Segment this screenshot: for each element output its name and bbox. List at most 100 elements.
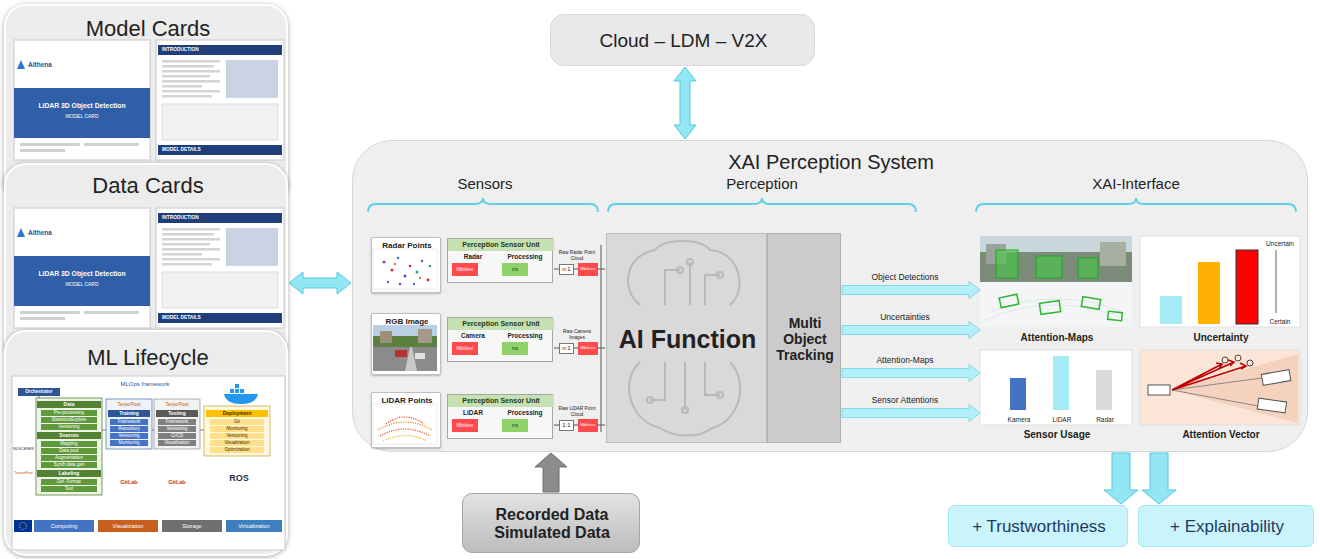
attention-map-image bbox=[1036, 256, 1062, 278]
diagram-label: ms bbox=[502, 419, 528, 432]
diagram-label: ms bbox=[502, 342, 528, 355]
diagram-label: LiDAR 3D Object Detection bbox=[16, 100, 148, 111]
node-title: + Trustworthiness bbox=[949, 506, 1129, 548]
camera-image bbox=[415, 353, 425, 359]
diagram-label: Storage bbox=[162, 520, 222, 532]
diagram-label: Versioning bbox=[158, 426, 196, 432]
model-card-thumbnail bbox=[158, 45, 282, 55]
lidar-image bbox=[378, 422, 432, 430]
diagram-label: GitLab bbox=[108, 478, 150, 486]
ai-circuit bbox=[629, 362, 740, 436]
diagram-label: 1:1 bbox=[559, 420, 574, 431]
block-arrow bbox=[842, 282, 980, 299]
radar-image bbox=[397, 257, 399, 259]
ai-circuit bbox=[628, 241, 740, 436]
attention-vector-image bbox=[1140, 350, 1300, 425]
radar-image bbox=[429, 265, 432, 268]
diagram-label: NUSCENES bbox=[12, 446, 35, 452]
model-card-thumbnail bbox=[162, 85, 202, 88]
attention-map-image bbox=[1039, 301, 1060, 315]
lidar-image bbox=[373, 404, 437, 444]
model-card-thumbnail bbox=[162, 80, 220, 83]
diagram-label: Mbit/sec bbox=[578, 419, 598, 432]
node-title: Perception Sensor Unit bbox=[448, 239, 554, 251]
model-card-thumbnail bbox=[14, 40, 150, 160]
attention-vector-image bbox=[1172, 378, 1262, 406]
sensor-usage-chart bbox=[1053, 356, 1069, 410]
node-label: Processing bbox=[498, 408, 552, 418]
uncertainty-chart bbox=[1160, 296, 1182, 324]
block-arrow bbox=[289, 272, 351, 294]
bracket bbox=[976, 198, 1296, 212]
diagram-label: Repository bbox=[110, 426, 148, 432]
camera-image bbox=[395, 350, 407, 357]
camera-image bbox=[373, 336, 437, 347]
bracket bbox=[368, 198, 598, 212]
diagram-label: TensorFlow bbox=[12, 470, 35, 476]
mlops-thumbnail bbox=[240, 389, 244, 393]
model-card-thumbnail bbox=[162, 95, 212, 98]
diagram-label: Monitoring bbox=[110, 440, 148, 446]
diagram-label: MODEL DETAILS bbox=[162, 146, 252, 154]
attention-map-image bbox=[985, 299, 1127, 320]
node-title: Attention-Maps bbox=[981, 331, 1133, 345]
mlops-thumbnail bbox=[224, 384, 258, 404]
attention-map-image bbox=[999, 294, 1122, 320]
model-card-thumbnail bbox=[20, 143, 80, 146]
radar-image bbox=[421, 260, 423, 262]
radar-image bbox=[409, 265, 412, 268]
camera-image bbox=[418, 329, 432, 343]
interface-panel: Attention-Maps bbox=[981, 237, 1133, 347]
node-title: Recorded Data Simulated Data bbox=[471, 500, 633, 548]
node-title: Attention Vector bbox=[1141, 428, 1301, 442]
attention-map-image bbox=[1108, 311, 1123, 320]
diagram-label: MLOps framework bbox=[110, 380, 180, 388]
node-label: Radar bbox=[1087, 415, 1123, 424]
attention-vector-image bbox=[1257, 398, 1286, 413]
diagram-label: Versioning bbox=[110, 433, 148, 439]
node-label: Processing bbox=[498, 331, 552, 341]
radar-image bbox=[427, 279, 430, 282]
ai-circuit bbox=[687, 259, 693, 265]
model-card-thumbnail bbox=[14, 88, 150, 138]
attention-map-image bbox=[1100, 242, 1126, 266]
diagram-label: Data bbox=[37, 401, 101, 408]
radar-image bbox=[387, 281, 389, 283]
diagram-label: Synth data gen bbox=[41, 462, 97, 468]
sensor-bus bbox=[601, 245, 602, 432]
node-label: Sensor Usage bbox=[981, 428, 1133, 442]
uncertainty-chart bbox=[1275, 250, 1277, 313]
radar-image bbox=[394, 263, 396, 265]
mlops-thumbnail bbox=[224, 394, 258, 404]
lidar-image bbox=[380, 429, 430, 436]
model-card-thumbnail bbox=[162, 75, 210, 78]
diagram-label: Augmentation bbox=[41, 455, 97, 461]
mlops-thumbnail bbox=[14, 520, 32, 532]
data-card-thumbnail bbox=[162, 228, 220, 266]
block-arrow bbox=[842, 405, 980, 422]
data-card-thumbnail bbox=[162, 263, 212, 266]
node-title: ML Lifecycle bbox=[6, 344, 290, 372]
node-label: LiDAR bbox=[450, 408, 496, 418]
model-card-thumbnail bbox=[162, 60, 220, 98]
ai-circuit bbox=[628, 241, 740, 305]
diagram-label: TensorFlow bbox=[108, 401, 150, 408]
data-card-thumbnail bbox=[162, 243, 210, 246]
node-title: Data Cards bbox=[6, 173, 290, 199]
lidar-image bbox=[386, 417, 424, 424]
model-card-thumbnail bbox=[156, 40, 284, 160]
diagram-label: n:1 bbox=[559, 343, 574, 354]
diagram-label: Mbit/sec bbox=[578, 342, 598, 355]
diagram-label: Testing bbox=[156, 410, 198, 417]
diagram-label: Mbit/sec bbox=[452, 419, 478, 432]
diagram-label: Computing bbox=[34, 520, 94, 532]
node-title: LiDAR Points bbox=[372, 395, 442, 406]
camera-image bbox=[373, 325, 437, 371]
diagram-label: MODEL CARD bbox=[16, 113, 148, 121]
node-title: XAI Perception System bbox=[353, 149, 1309, 175]
node-title: Multi Object Tracking bbox=[770, 306, 840, 372]
edge-label: Attention-Maps bbox=[852, 354, 958, 367]
data-card-thumbnail bbox=[17, 228, 25, 237]
edge-label: Raw Radar Point Cloud bbox=[556, 250, 598, 262]
